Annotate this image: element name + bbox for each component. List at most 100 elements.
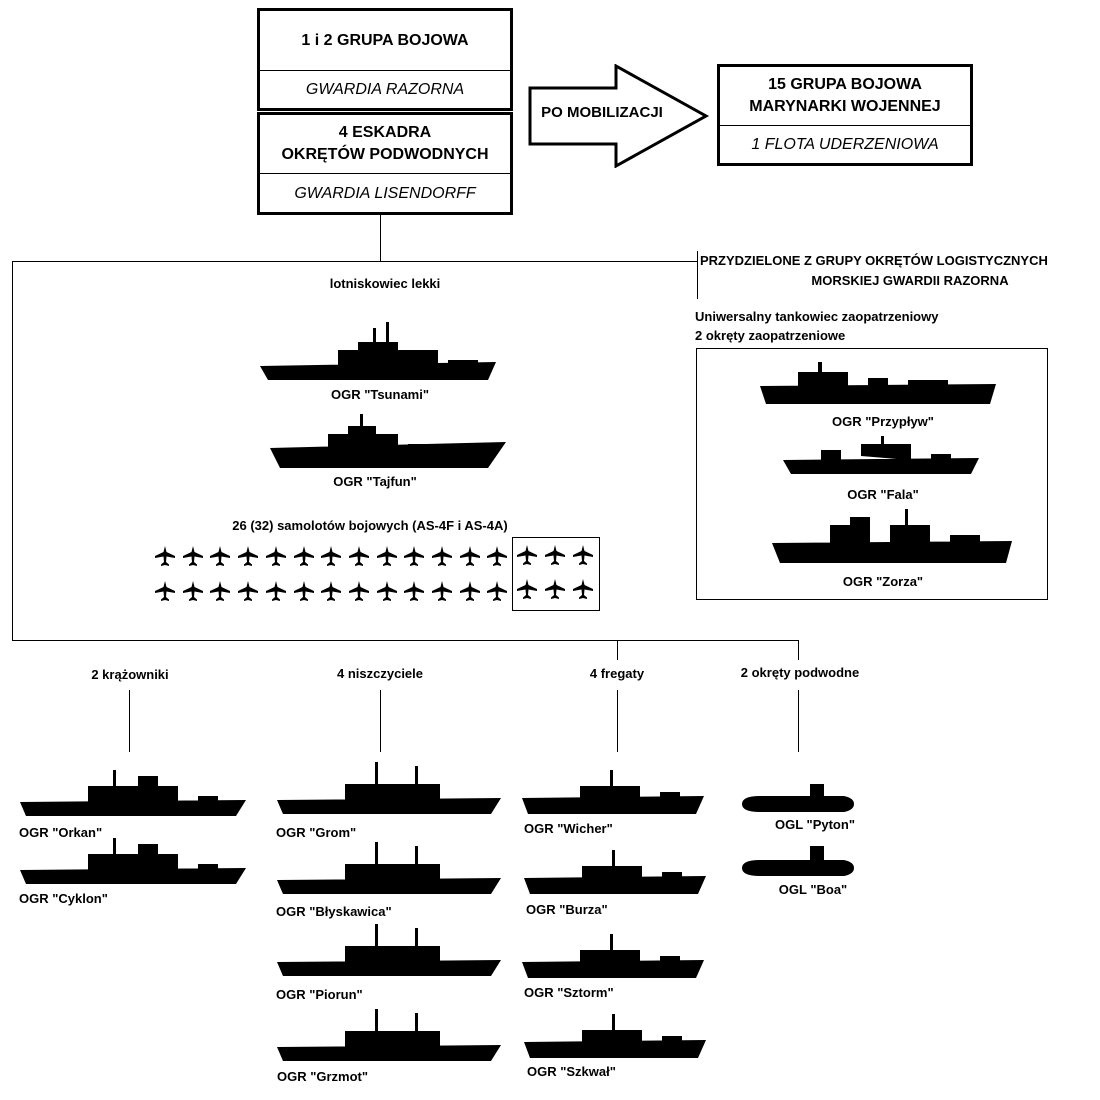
mobilization-arrow	[528, 64, 710, 168]
submarine-name-1: OGL "Pyton"	[775, 817, 855, 832]
aircraft-icon	[572, 544, 594, 566]
aircraft-icon	[486, 545, 508, 567]
aircraft-icon	[376, 580, 398, 602]
aircraft-main-group	[150, 545, 510, 611]
group-box-subtitle: GWARDIA RAZORNA	[260, 70, 510, 109]
frigate-name-2: OGR "Burza"	[526, 902, 608, 917]
aircraft-icon	[293, 580, 315, 602]
aircraft-icon	[265, 580, 287, 602]
logistics-ship-name-2: OGR "Fala"	[847, 487, 919, 502]
ship-silhouette-supply	[772, 509, 1012, 563]
aircraft-icon	[237, 545, 259, 567]
connector-top	[380, 215, 381, 262]
aircraft-icon	[320, 545, 342, 567]
ship-silhouette-cruiser	[20, 838, 246, 884]
logistics-heading-1: PRZYDZIELONE Z GRUPY OKRĘTÓW LOGISTYCZNY…	[700, 253, 1048, 268]
squadron-box-title: 4 ESKADRA OKRĘTÓW PODWODNYCH	[260, 115, 510, 173]
submarine-name-2: OGL "Boa"	[778, 882, 848, 897]
cruisers-label: 2 krążowniki	[91, 667, 169, 682]
aircraft-icon	[516, 578, 538, 600]
aircraft-icon	[516, 544, 538, 566]
carrier-name-1: OGR "Tsunami"	[330, 387, 430, 402]
fleet-box-title: 15 GRUPA BOJOWA MARYNARKI WOJENNEJ	[720, 67, 970, 125]
logistics-ship-name-3: OGR "Zorza"	[842, 574, 924, 589]
destroyers-label: 4 niszczyciele	[337, 666, 423, 681]
frigate-name-4: OGR "Szkwał"	[527, 1064, 616, 1079]
aircraft-icon	[182, 580, 204, 602]
aircraft-icon	[431, 545, 453, 567]
logistics-desc-1: Uniwersalny tankowiec zaopatrzeniowy	[695, 309, 939, 324]
ship-silhouette-frigate	[524, 1014, 706, 1058]
branch-subs	[798, 690, 799, 752]
ship-silhouette-destroyer	[277, 842, 501, 894]
submarine-silhouette	[742, 846, 854, 876]
aircraft-reserve-box	[512, 537, 600, 611]
aircraft-icon	[376, 545, 398, 567]
carrier-name-2: OGR "Tajfun"	[333, 474, 417, 489]
aircraft-icon	[182, 545, 204, 567]
branch-cruisers	[129, 690, 130, 752]
branch-subs-top	[798, 640, 799, 660]
aircraft-icon	[265, 545, 287, 567]
squadron-box-subtitle: GWARDIA LISENDORFF	[260, 173, 510, 213]
carriers-label: lotniskowiec lekki	[329, 276, 441, 291]
aircraft-icon	[459, 545, 481, 567]
squadron-title-line1: 4 ESKADRA	[338, 124, 432, 141]
frigate-name-1: OGR "Wicher"	[524, 821, 613, 836]
aircraft-icon	[486, 580, 508, 602]
frigates-label: 4 fregaty	[589, 666, 645, 681]
cruiser-name-1: OGR "Orkan"	[19, 825, 103, 840]
group-box-title: 1 i 2 GRUPA BOJOWA	[301, 31, 469, 49]
aircraft-icon	[293, 545, 315, 567]
aircraft-icon	[154, 580, 176, 602]
ship-silhouette-carrier	[260, 322, 496, 380]
aircraft-icon	[154, 545, 176, 567]
aircraft-icon	[403, 545, 425, 567]
logistics-frame	[696, 348, 1048, 600]
fleet-title-line2: MARYNARKI WOJENNEJ	[749, 98, 941, 115]
ship-silhouette-frigate	[524, 850, 706, 894]
logistics-heading-2: MORSKIEJ GWARDII RAZORNA	[811, 273, 1009, 288]
aircraft-icon	[431, 580, 453, 602]
frigate-name-3: OGR "Sztorm"	[524, 985, 614, 1000]
destroyer-name-2: OGR "Błyskawica"	[276, 904, 392, 919]
ship-silhouette-frigate	[522, 770, 704, 814]
submarines-label: 2 okręty podwodne	[740, 665, 860, 680]
logistics-desc-2: 2 okręty zaopatrzeniowe	[695, 328, 846, 343]
aircraft-icon	[544, 578, 566, 600]
ship-silhouette-tanker	[760, 362, 996, 404]
aircraft-icon	[459, 580, 481, 602]
main-frame-left	[12, 261, 13, 641]
ship-silhouette-destroyer	[277, 762, 501, 814]
destroyer-name-3: OGR "Piorun"	[276, 987, 363, 1002]
branch-destroyers	[380, 690, 381, 752]
destroyer-name-1: OGR "Grom"	[276, 825, 357, 840]
squadron-box: 4 ESKADRA OKRĘTÓW PODWODNYCH GWARDIA LIS…	[257, 112, 513, 215]
aircraft-label: 26 (32) samolotów bojowych (AS-4F i AS-4…	[232, 518, 508, 533]
destroyer-name-4: OGR "Grzmot"	[277, 1069, 369, 1084]
aircraft-icon	[348, 545, 370, 567]
submarine-silhouette	[742, 784, 854, 812]
branch-frigates	[617, 690, 618, 752]
ship-silhouette-frigate	[522, 934, 704, 978]
fleet-box: 15 GRUPA BOJOWA MARYNARKI WOJENNEJ 1 FLO…	[717, 64, 973, 166]
fleet-box-subtitle: 1 FLOTA UDERZENIOWA	[720, 125, 970, 164]
aircraft-icon	[209, 545, 231, 567]
aircraft-icon	[403, 580, 425, 602]
arrow-label: PO MOBILIZACJI	[541, 104, 663, 121]
ship-silhouette-destroyer	[277, 1009, 501, 1061]
branch-frigates-top	[617, 640, 618, 660]
logistics-ship-name-1: OGR "Przypływ"	[832, 414, 934, 429]
fleet-title-line1: 15 GRUPA BOJOWA	[768, 76, 922, 93]
main-frame-bottom	[12, 640, 799, 641]
logistics-stem	[697, 251, 698, 299]
group-box: 1 i 2 GRUPA BOJOWA GWARDIA RAZORNA	[257, 8, 513, 111]
aircraft-icon	[544, 544, 566, 566]
aircraft-icon	[209, 580, 231, 602]
ship-silhouette-destroyer	[277, 924, 501, 976]
main-frame-top	[12, 261, 698, 262]
ship-silhouette-cruiser	[20, 770, 246, 816]
cruiser-name-2: OGR "Cyklon"	[19, 891, 108, 906]
aircraft-icon	[572, 578, 594, 600]
aircraft-icon	[237, 580, 259, 602]
